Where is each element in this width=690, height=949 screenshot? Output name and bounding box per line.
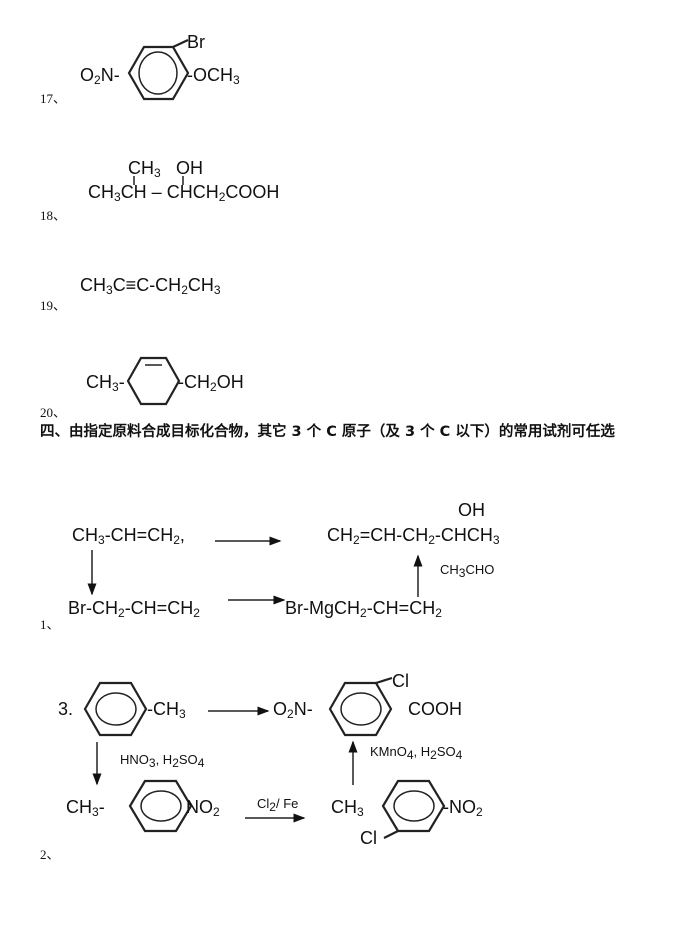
s2-inter2-cl: Cl [360,828,377,848]
q19-number: 19、 [40,298,67,313]
q20-right-group: -CH2OH [178,372,244,394]
s1-target-oh: OH [458,500,485,520]
s2-inter1-no2: NO2 [186,797,220,819]
s1-target: CH2=CH-CH2-CHCH3 [327,525,500,547]
q17-right-group: -OCH3 [187,65,240,87]
s2-partial-label: 3. [58,699,74,719]
s2-start-ch3: -CH3 [147,699,186,721]
s2-reagent-nitration: HNO3, H2SO4 [120,752,205,770]
s2-target-cl: Cl [392,671,409,691]
q17-br: Br [187,32,205,52]
benzene-ring-target [328,676,393,737]
q17-left-group: O2N- [80,65,120,87]
s1-reagent: CH3CHO [440,562,495,580]
q18-ch3: CH3 [128,158,161,180]
s2-inter1-ch3: CH3- [66,797,105,819]
q20-left-group: CH3- [86,372,125,394]
q17-number: 17、 [40,91,67,106]
q20-number: 20、 [40,405,67,420]
s2-target-o2n: O2N- [273,699,313,721]
q18-formula: CH3CH – CHCH2COOH [88,182,280,204]
s2-inter2-ch3: CH3 [331,797,364,819]
s2-reagent-oxidation: KMnO4, H2SO4 [370,744,463,762]
cyclohexene-ring-20 [126,356,181,406]
q18-number: 18、 [40,208,67,223]
benzene-ring-17 [127,39,190,101]
s1-inter2: Br-MgCH2-CH=CH2 [285,598,442,620]
q19-formula: CH3C≡C-CH2CH3 [80,275,221,297]
q18-oh: OH [176,158,203,178]
benzene-ring-toluene [83,681,148,737]
s1-inter1: Br-CH2-CH=CH2 [68,598,200,620]
s2-reagent-chlorination: Cl2/ Fe [257,796,299,814]
benzene-ring-nitrotoluene [128,779,193,833]
section-heading: 四、由指定原料合成目标化合物，其它 3 个 C 原子（及 3 个 C 以下）的常… [40,424,615,440]
s2-number: 2、 [40,847,60,862]
s2-target-cooh: COOH [408,699,462,719]
s1-start: CH3-CH=CH2, [72,525,185,547]
s2-inter2-no2: -NO2 [443,797,483,819]
s1-number: 1、 [40,617,60,632]
benzene-ring-chloronitrotoluene [381,779,446,839]
